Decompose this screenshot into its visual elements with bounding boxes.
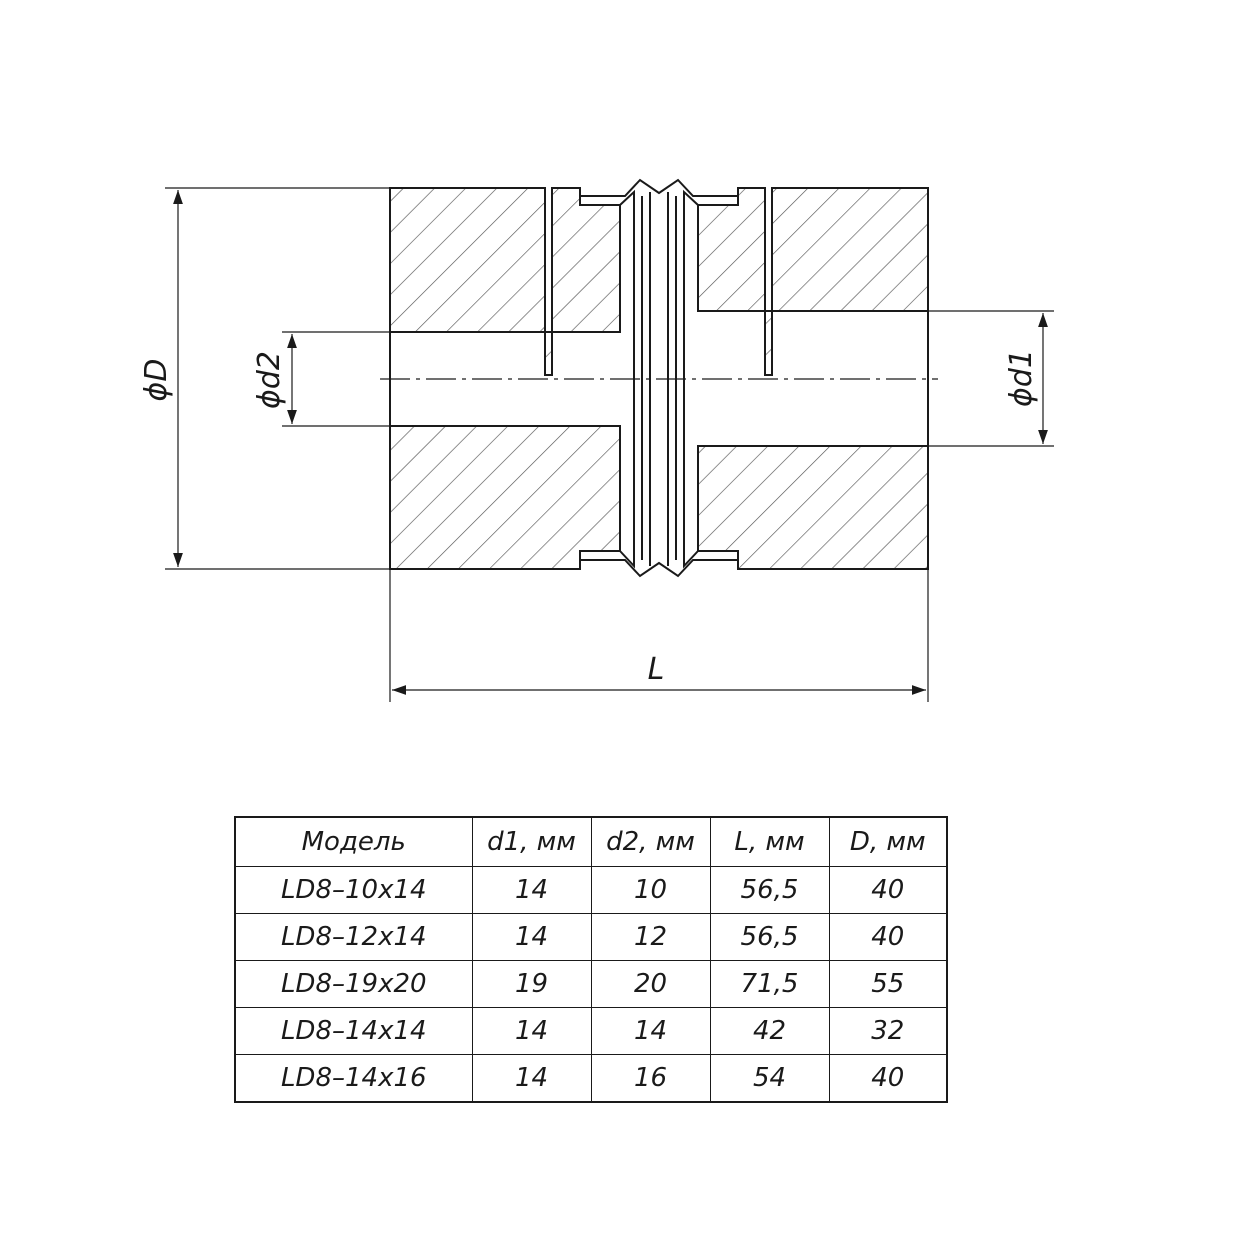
table-row: LD8–19x20 19 20 71,5 55 <box>234 960 948 1008</box>
table-row: LD8–10x14 14 10 56,5 40 <box>234 866 948 914</box>
dimension-length <box>389 569 929 702</box>
cell-model: LD8–14x14 <box>234 1007 473 1055</box>
cell-diameter: 55 <box>828 960 948 1008</box>
cell-d2: 14 <box>590 1007 711 1055</box>
length-label: L <box>648 652 665 687</box>
dimension-bore-right <box>928 310 1054 447</box>
cell-d1: 14 <box>471 866 592 914</box>
header-length: L, мм <box>709 816 830 867</box>
cell-d2: 10 <box>590 866 711 914</box>
cell-model: LD8–10x14 <box>234 866 473 914</box>
dimension-outer-diameter <box>165 187 390 570</box>
cell-d1: 19 <box>471 960 592 1008</box>
cell-d2: 16 <box>590 1054 711 1103</box>
header-model: Модель <box>234 816 473 867</box>
coupling-section-drawing: ϕD ϕd2 ϕd1 L <box>139 178 1054 702</box>
dimension-bore-left <box>282 331 390 427</box>
header-d2: d2, мм <box>590 816 711 867</box>
cell-diameter: 40 <box>828 1054 948 1103</box>
table-header-row: Модель d1, мм d2, мм L, мм D, мм <box>234 816 948 867</box>
bore-left-label: ϕd2 <box>252 351 287 409</box>
cell-d1: 14 <box>471 1054 592 1103</box>
cell-model: LD8–12x14 <box>234 913 473 961</box>
outer-diameter-label: ϕD <box>139 359 174 402</box>
specification-table: Модель d1, мм d2, мм L, мм D, мм LD8–10x… <box>234 816 948 1103</box>
cell-diameter: 40 <box>828 913 948 961</box>
cell-length: 71,5 <box>709 960 830 1008</box>
header-d1: d1, мм <box>471 816 592 867</box>
bore-right-label: ϕd1 <box>1004 349 1039 407</box>
cell-length: 56,5 <box>709 866 830 914</box>
cell-diameter: 40 <box>828 866 948 914</box>
cell-d2: 12 <box>590 913 711 961</box>
cell-length: 54 <box>709 1054 830 1103</box>
table-row: LD8–14x14 14 14 42 32 <box>234 1007 948 1055</box>
table-row: LD8–14x16 14 16 54 40 <box>234 1054 948 1103</box>
header-diameter: D, мм <box>828 816 948 867</box>
right-hub-top <box>697 187 929 376</box>
cell-length: 56,5 <box>709 913 830 961</box>
cell-d1: 14 <box>471 1007 592 1055</box>
table-row: LD8–12x14 14 12 56,5 40 <box>234 913 948 961</box>
cell-length: 42 <box>709 1007 830 1055</box>
left-hub-top <box>389 187 621 376</box>
cell-model: LD8–19x20 <box>234 960 473 1008</box>
cell-diameter: 32 <box>828 1007 948 1055</box>
cell-model: LD8–14x16 <box>234 1054 473 1103</box>
cell-d2: 20 <box>590 960 711 1008</box>
left-hub-bottom <box>389 425 621 570</box>
cell-d1: 14 <box>471 913 592 961</box>
